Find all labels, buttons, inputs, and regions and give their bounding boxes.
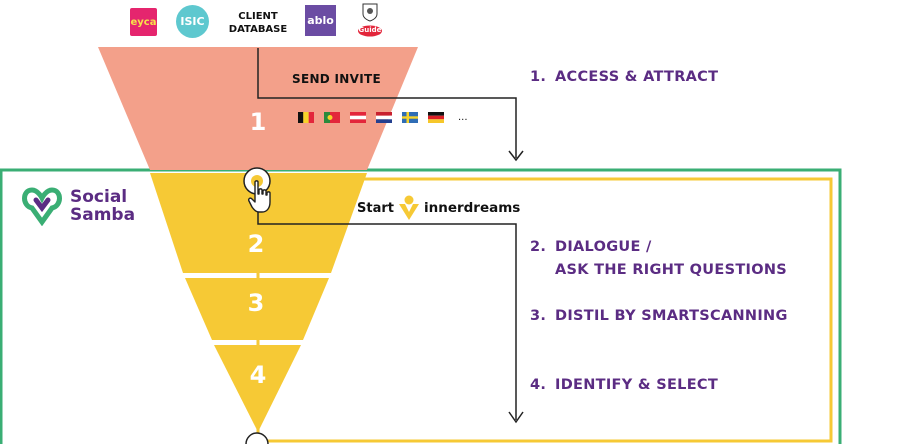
step-4-number: 4.	[530, 377, 547, 393]
step-2b-text: ASK THE RIGHT QUESTIONS	[555, 262, 788, 278]
end-circle	[245, 432, 269, 444]
sweden-flag-icon	[402, 112, 418, 123]
step-2-continued: ASK THE RIGHT QUESTIONS	[530, 259, 787, 281]
flag-row: ...	[298, 112, 468, 123]
step-1: 1. ACCESS & ATTRACT	[530, 66, 718, 88]
funnel-number-4: 4	[249, 361, 267, 389]
invite-arrowhead	[508, 150, 524, 162]
eyca-logo: eyca	[130, 8, 157, 36]
start-label: Start	[357, 200, 394, 216]
netherlands-flag-icon	[376, 112, 392, 123]
social-samba-line2: Samba	[70, 205, 136, 225]
step-4-text: IDENTIFY & SELECT	[555, 377, 719, 393]
ablo-logo-text: ablo	[307, 14, 334, 27]
step-2-number: 2.	[530, 239, 547, 255]
innerdreams-mark-icon	[398, 195, 419, 220]
funnel-stage-3	[185, 278, 329, 340]
eyca-logo-text: eyca	[130, 16, 157, 28]
step-3: 3. DISTIL BY SMARTSCANNING	[530, 305, 788, 327]
step-3-number: 3.	[530, 308, 547, 324]
germany-flag-icon	[428, 112, 444, 123]
flags-more-text: ...	[458, 112, 468, 123]
social-samba-logo: Social Samba	[20, 186, 135, 226]
funnel-stage-1	[98, 47, 418, 170]
step-1-text: ACCESS & ATTRACT	[555, 69, 719, 85]
step-1-number: 1.	[530, 69, 547, 85]
social-samba-frame	[0, 168, 842, 444]
guide-logo: Guide	[356, 2, 384, 40]
step-3-text: DISTIL BY SMARTSCANNING	[555, 308, 788, 324]
innerdreams-brand: innerdreams	[423, 200, 521, 216]
step-2: 2. DIALOGUE /	[530, 236, 652, 258]
start-innerdreams: Start innerdreams	[357, 195, 520, 221]
belgium-flag-icon	[298, 112, 314, 123]
ablo-logo: ablo	[305, 5, 336, 36]
funnel-number-3: 3	[247, 289, 265, 317]
austria-flag-icon	[350, 112, 366, 123]
send-invite-label: SEND INVITE	[292, 72, 381, 86]
funnel-number-2: 2	[247, 230, 265, 258]
funnel-number-1: 1	[249, 108, 267, 136]
funnel-stage-4	[214, 345, 301, 432]
step-4: 4. IDENTIFY & SELECT	[530, 374, 718, 396]
process-arrowhead	[508, 411, 524, 424]
client-database-label: CLIENT DATABASE	[228, 11, 288, 35]
isic-logo: ISIC	[176, 5, 209, 38]
guide-logo-text: Guide	[358, 26, 382, 34]
portugal-flag-icon	[324, 112, 340, 123]
invite-connector	[257, 48, 517, 158]
social-samba-mark-icon	[22, 187, 62, 226]
guide-emblem-icon	[358, 3, 382, 37]
step-2-text: DIALOGUE /	[555, 239, 652, 255]
social-samba-line1: Social	[70, 187, 128, 207]
isic-logo-text: ISIC	[180, 15, 205, 28]
hand-cursor-icon	[248, 180, 271, 213]
